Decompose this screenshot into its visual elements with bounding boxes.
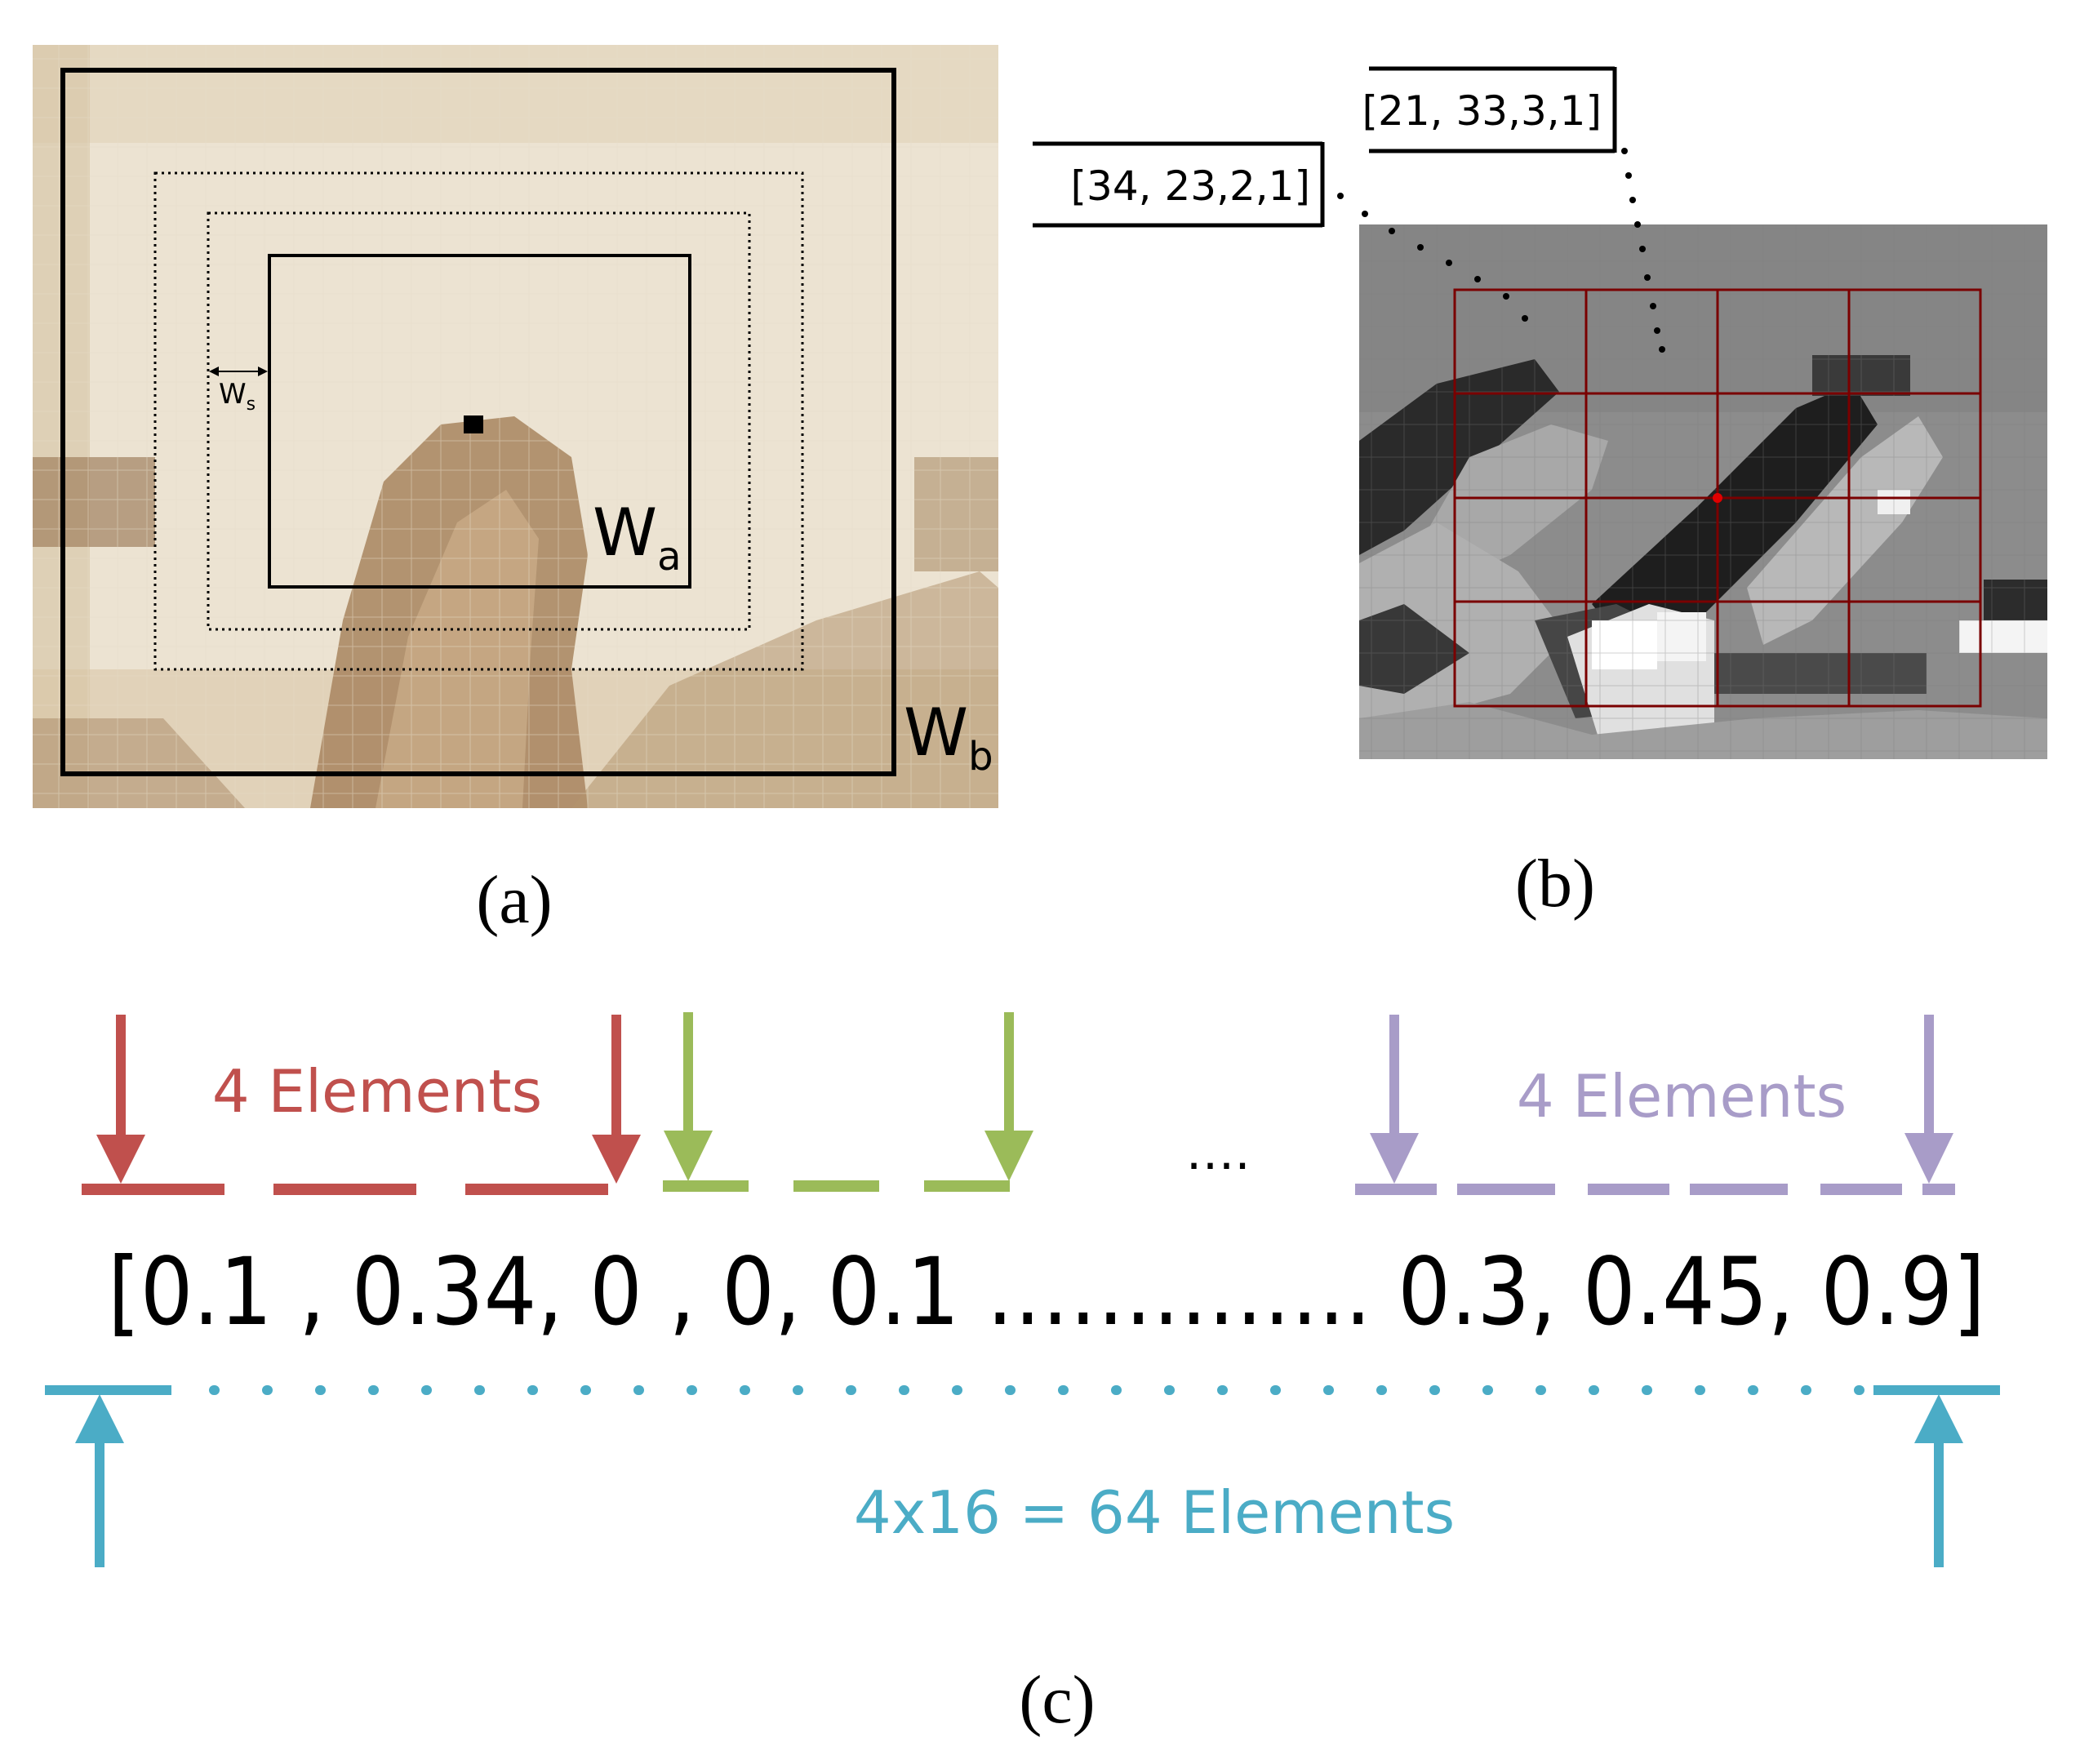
label-wb: Wb [904, 695, 993, 780]
blue-group: 4x16 = 64 Elements [45, 1385, 2000, 1567]
green-arrow-left [664, 1131, 713, 1181]
label-red: 4 Elements [212, 1057, 542, 1126]
leader-line-2 [1621, 148, 1665, 353]
panel-c: 4 Elements …. 4 Elements [0.1 , 0.34, 0 … [45, 1012, 2000, 1738]
green-arrow-right [984, 1131, 1033, 1181]
grid-center-point [1713, 493, 1722, 503]
label-blue: 4x16 = 64 Elements [854, 1478, 1455, 1547]
panel-a-image [33, 45, 998, 808]
purple-arrow-right [1904, 1133, 1953, 1184]
red-arrow-left [96, 1135, 145, 1184]
feature-vector: [0.1 , 0.34, 0 , 0, 0.1 ………….. 0.3, 0.45… [108, 1237, 1985, 1346]
center-pixel [464, 415, 483, 433]
green-group [663, 1012, 1033, 1192]
panel-b: [34, 23,2,1] [21, 33,3,1] (b) [1033, 66, 2047, 922]
box-wb [60, 68, 896, 776]
svg-text:[21, 33,3,1]: [21, 33,3,1] [1362, 87, 1602, 135]
blue-arrow-left [75, 1394, 124, 1443]
panel-b-image [1359, 224, 2047, 759]
ws-arrow [209, 367, 268, 376]
label-box-2: [21, 33,3,1] [1362, 66, 1617, 153]
panel-a: Ws Wa Wb (a) [33, 45, 998, 938]
red-group: 4 Elements [82, 1015, 641, 1195]
label-ws: Ws [219, 378, 256, 415]
caption-b: (b) [1515, 846, 1595, 922]
box-dotted-inner [207, 211, 751, 631]
blue-arrow-right [1914, 1394, 1963, 1443]
red-arrow-right [592, 1135, 641, 1184]
box-dotted-outer [153, 171, 804, 671]
label-box-1: [34, 23,2,1] [1033, 141, 1325, 228]
gap-ellipsis: …. [1185, 1124, 1250, 1181]
purple-arrow-left [1370, 1133, 1419, 1184]
label-wa: Wa [593, 495, 682, 580]
purple-group: 4 Elements [1355, 1015, 1955, 1195]
svg-text:[34, 23,2,1]: [34, 23,2,1] [1071, 162, 1310, 210]
leader-line-1 [1337, 193, 1528, 322]
label-purple: 4 Elements [1517, 1062, 1847, 1131]
box-wa [268, 254, 691, 589]
caption-c: (c) [1019, 1662, 1095, 1738]
caption-a: (a) [476, 862, 552, 938]
